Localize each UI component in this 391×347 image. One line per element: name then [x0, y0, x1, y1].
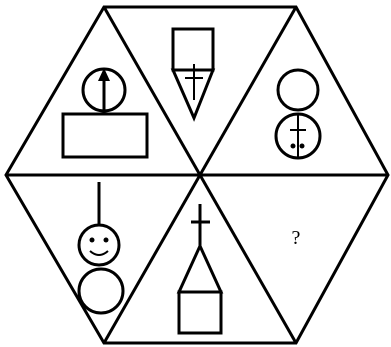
eye-left	[90, 238, 95, 243]
cell-square-triangle-cross-figure	[173, 29, 213, 118]
cell-circle-arrow-box-figure	[63, 68, 147, 157]
cell-snowman-divided-figure	[276, 70, 320, 158]
rectangle-shape	[63, 114, 147, 157]
upper-circle	[278, 70, 318, 110]
body-circle	[79, 269, 123, 313]
house-square	[179, 292, 221, 333]
square-shape	[173, 29, 213, 70]
dot-right	[300, 144, 305, 149]
dot-left	[291, 144, 296, 149]
cell-house-cross-figure	[179, 204, 221, 333]
smile-curve	[90, 251, 108, 255]
eye-right	[104, 238, 109, 243]
missing-figure-question-mark: ?	[292, 227, 301, 249]
cell-smiley-snowman-figure	[79, 182, 123, 313]
head-circle	[79, 225, 119, 265]
roof-triangle	[179, 246, 221, 292]
